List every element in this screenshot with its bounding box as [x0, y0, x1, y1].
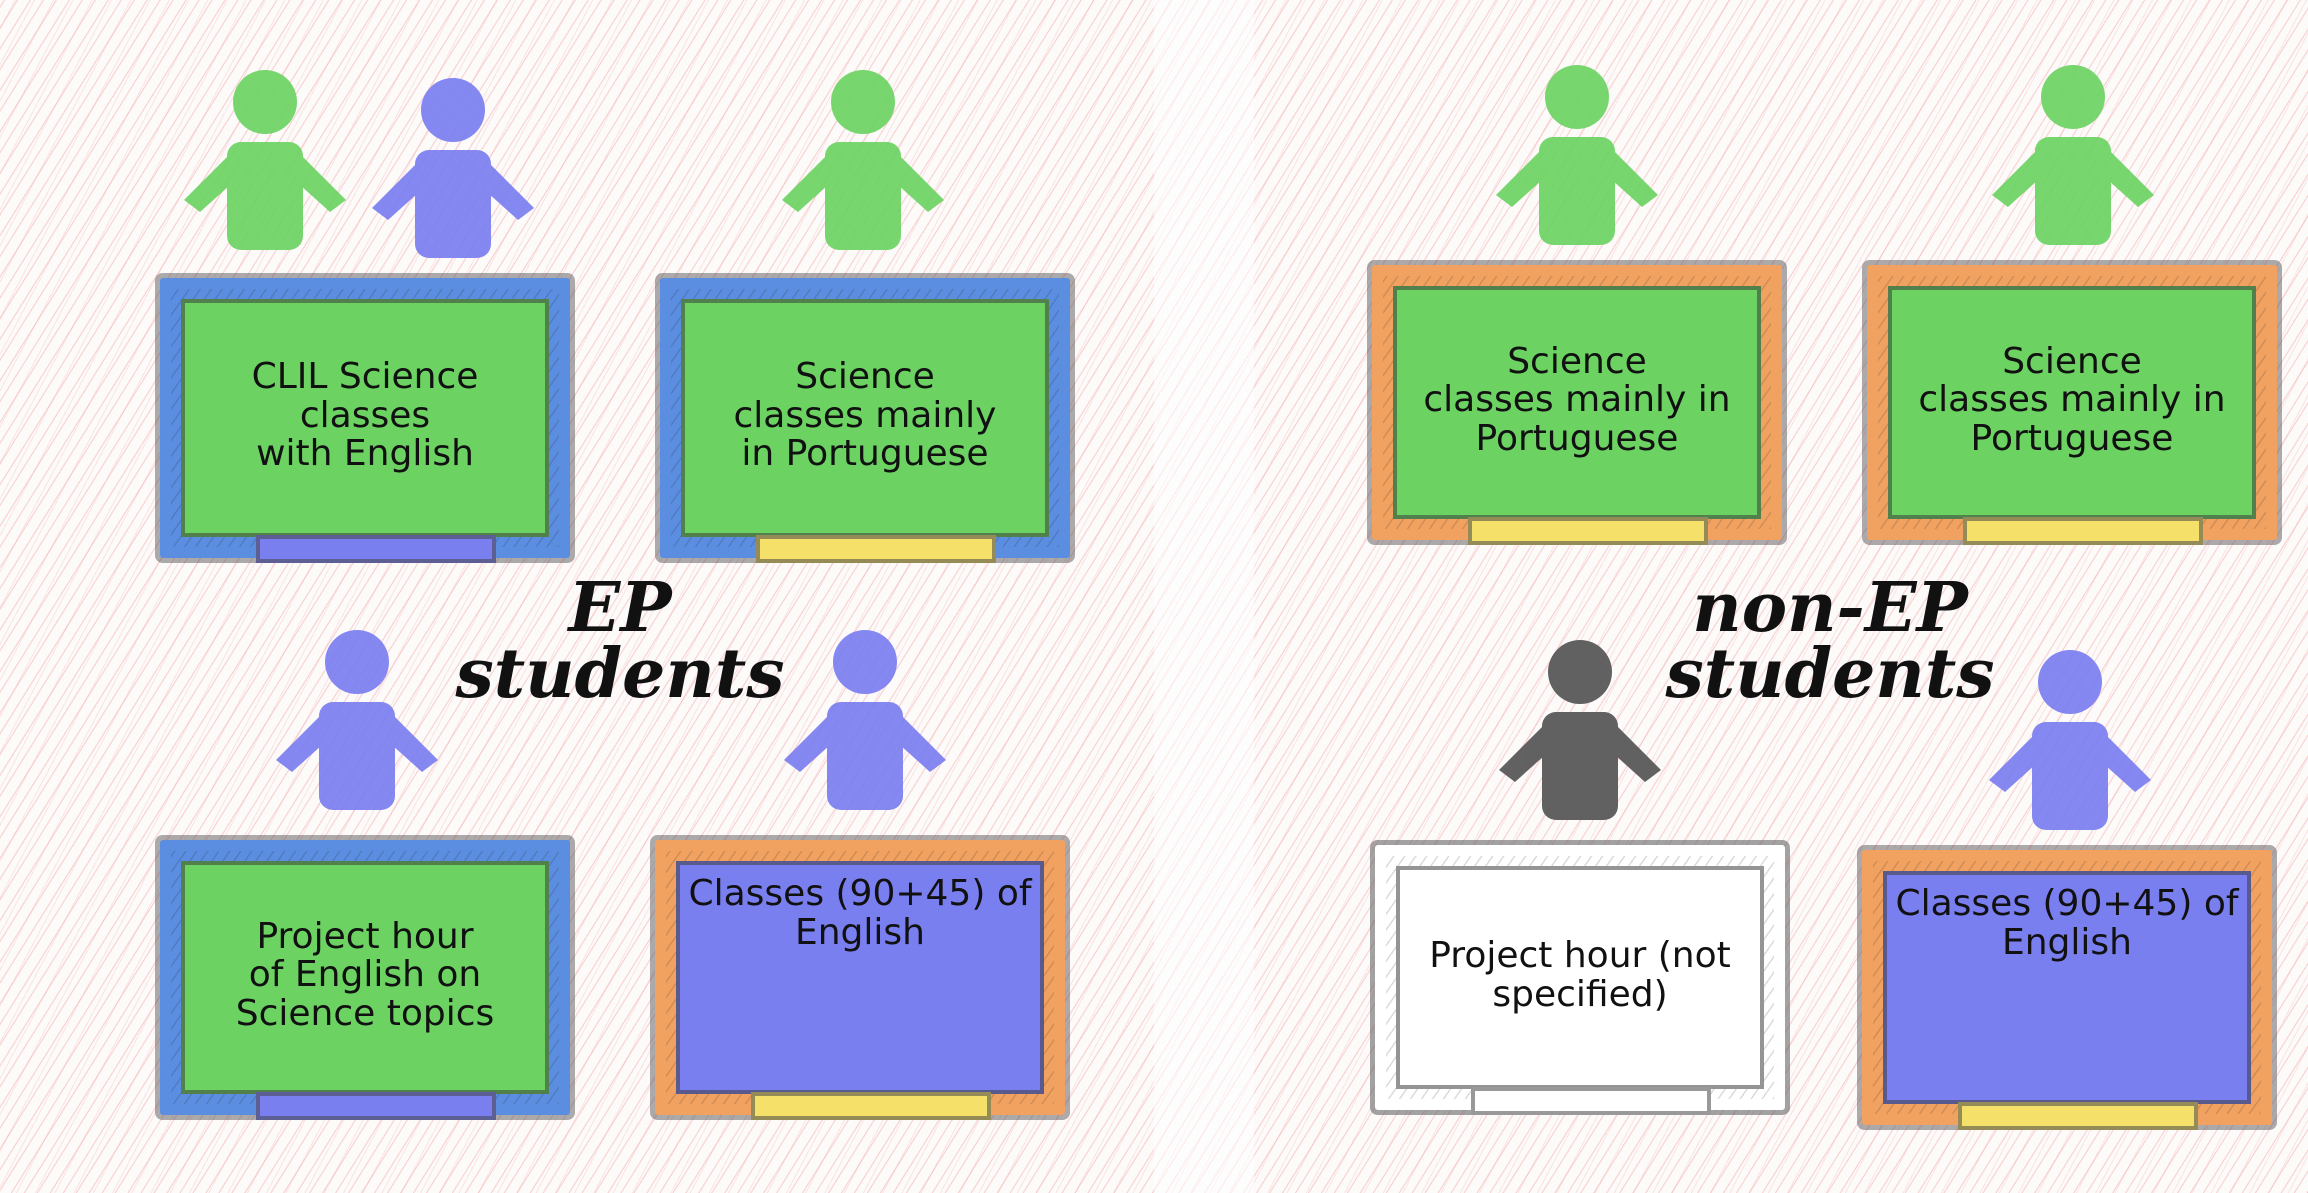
board-label: CLIL Science classes with English [251, 356, 479, 475]
person-icon [770, 620, 960, 820]
board-tray [1468, 517, 1708, 545]
board-label: Project hour (not specified) [1429, 934, 1731, 1015]
board-tray [1471, 1087, 1711, 1115]
board-label: Science classes mainly in Portuguese [733, 356, 997, 475]
person-icon [170, 60, 360, 260]
board-project-hour-unspecified: Project hour (not specified) [1375, 845, 1785, 1115]
board-label: Science classes mainly in Portuguese [1918, 340, 2226, 459]
board-project-hour-english: Project hour of English on Science topic… [160, 840, 570, 1120]
board-tray [1958, 1102, 2198, 1130]
person-icon [262, 620, 452, 820]
board-science-portuguese-a: Science classes mainly in Portuguese [1372, 265, 1782, 545]
person-icon [768, 60, 958, 260]
board-label: Classes (90+45) of English [688, 873, 1032, 953]
board-science-portuguese: Science classes mainly in Portuguese [660, 278, 1070, 563]
board-tray [1963, 517, 2203, 545]
board-tray [256, 1092, 496, 1120]
group-caption-ep: EP students [455, 568, 785, 714]
board-label: Science classes mainly in Portuguese [1423, 340, 1731, 459]
board-label: Project hour of English on Science topic… [235, 915, 495, 1034]
person-icon [1978, 55, 2168, 255]
person-icon [1485, 630, 1675, 830]
board-tray [756, 535, 996, 563]
board-clil-science: CLIL Science classes with English [160, 278, 570, 563]
board-science-portuguese-b: Science classes mainly in Portuguese [1867, 265, 2277, 545]
center-divider [1154, 0, 1254, 1193]
board-tray [751, 1092, 991, 1120]
board-classes-english: Classes (90+45) of English [655, 840, 1065, 1120]
group-caption-non-ep: non-EP students [1665, 568, 1995, 714]
person-icon [1975, 640, 2165, 840]
board-tray [256, 535, 496, 563]
person-icon [1482, 55, 1672, 255]
person-icon [358, 68, 548, 268]
board-classes-english-b: Classes (90+45) of English [1862, 850, 2272, 1130]
board-label: Classes (90+45) of English [1895, 883, 2239, 963]
